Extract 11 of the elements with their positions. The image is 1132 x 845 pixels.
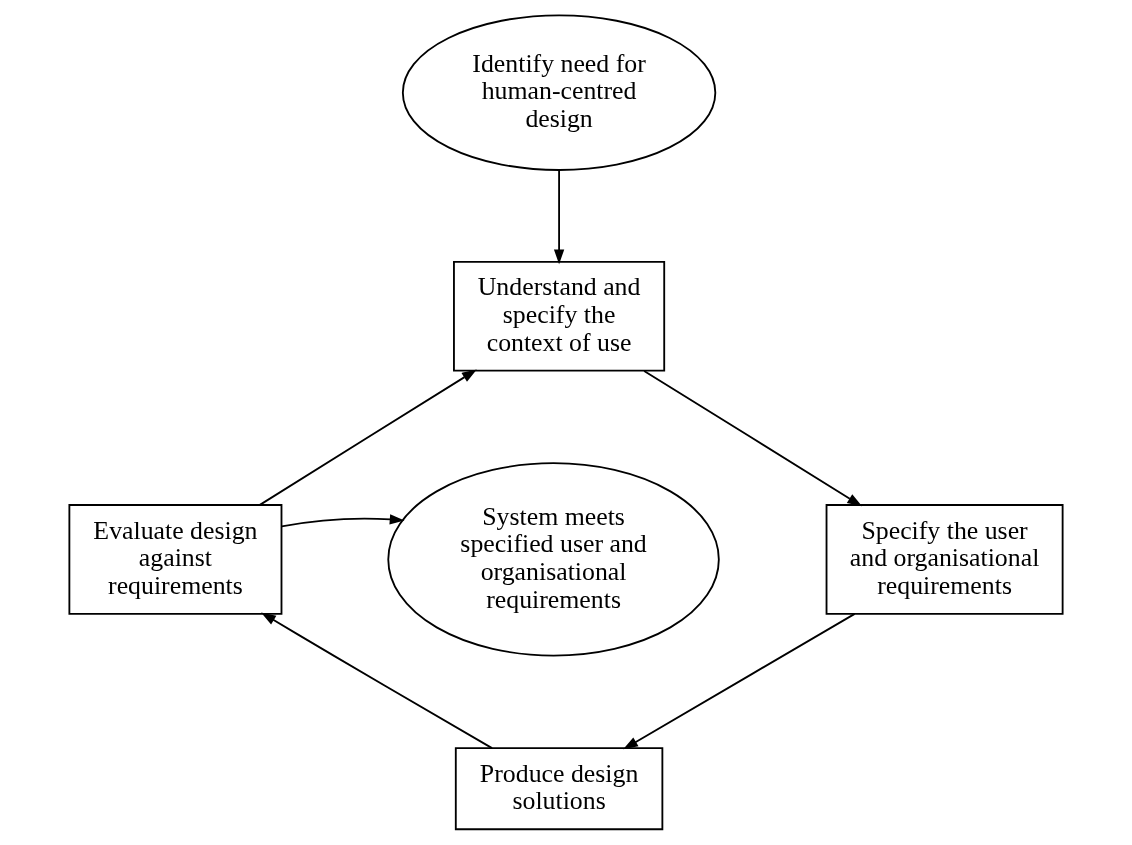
arrow (553, 169, 565, 265)
arrow (258, 369, 477, 506)
node-box: Evaluate design against requirements (68, 504, 283, 615)
node-ellipse: Identify need for human-centred design (401, 14, 717, 171)
node-box: Specify the user and organisational requirements (825, 504, 1064, 615)
arrow (280, 514, 405, 528)
arrow (261, 612, 493, 749)
arrow (623, 612, 856, 750)
arrow (643, 370, 863, 507)
node-box: Understand and specify the context of use (453, 260, 666, 372)
node-box: Produce design solutions (454, 747, 664, 831)
